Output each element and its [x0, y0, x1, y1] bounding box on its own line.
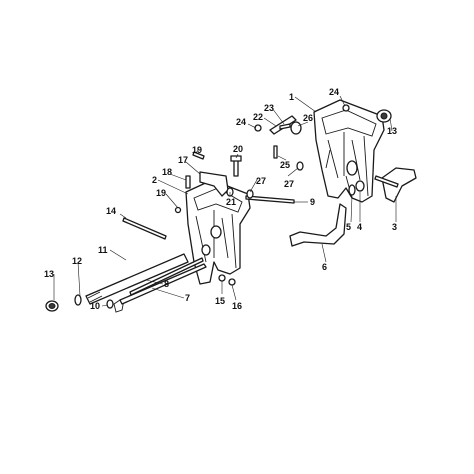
callout-23: 23	[264, 103, 274, 113]
bolt-20	[230, 155, 242, 177]
swivel-handle-right	[381, 167, 417, 203]
callout-7: 7	[185, 293, 190, 303]
callout-22: 22	[253, 112, 263, 122]
tilt-tube-11	[85, 253, 189, 305]
callout-17: 17	[178, 155, 188, 165]
bracket-17	[199, 171, 229, 197]
callout-25: 25	[280, 160, 290, 170]
callout-21: 21	[226, 197, 236, 207]
part-5	[348, 184, 356, 196]
callout-18: 18	[162, 167, 172, 177]
callout-10: 10	[90, 301, 100, 311]
callout-26: 26	[303, 113, 313, 123]
nut-24-top	[342, 104, 350, 112]
callout-12: 12	[72, 256, 82, 266]
bushing-26	[290, 121, 302, 135]
rod-9	[245, 195, 295, 204]
callout-11: 11	[98, 245, 108, 255]
leader-lines	[53, 95, 397, 307]
callout-13-left: 13	[44, 269, 54, 279]
callout-24-top: 24	[329, 87, 339, 97]
adjust-screw-3	[374, 175, 399, 188]
callout-20: 20	[233, 144, 243, 154]
part-4	[355, 180, 365, 192]
pin-10	[106, 299, 114, 309]
rod-14	[122, 217, 167, 240]
callout-4: 4	[357, 222, 362, 232]
callout-19-lower: 19	[156, 188, 166, 198]
swivel-handle-left	[289, 203, 347, 247]
right-clamp-bracket	[313, 99, 385, 203]
callout-14: 14	[106, 206, 116, 216]
washer-27-right	[296, 161, 304, 171]
washer-12	[74, 294, 82, 306]
callout-3: 3	[392, 222, 397, 232]
nut-13-right	[376, 109, 392, 123]
callout-labels: 1 2 3 4 5 6 7 8 9 10 11 12 13 13 14 15 1…	[44, 87, 397, 311]
callout-13-right: 13	[387, 126, 397, 136]
callout-6: 6	[322, 262, 327, 272]
callout-5: 5	[346, 222, 351, 232]
bolt-23	[279, 123, 291, 130]
callout-27-right: 27	[284, 179, 294, 189]
callout-2: 2	[152, 175, 157, 185]
screw-19-lower	[174, 206, 182, 214]
callout-16: 16	[232, 301, 242, 311]
callout-19-upper: 19	[192, 145, 202, 155]
nut-24-mid	[254, 124, 262, 132]
callout-9: 9	[310, 197, 315, 207]
callout-8: 8	[164, 279, 169, 289]
bolt-25	[273, 145, 278, 159]
nut-13-left	[45, 300, 59, 312]
bolt-19-upper	[192, 151, 205, 160]
callout-1: 1	[289, 92, 294, 102]
callout-15: 15	[215, 296, 225, 306]
callout-27-left: 27	[256, 176, 266, 186]
part-16	[228, 278, 236, 286]
bolt-18	[185, 175, 191, 189]
rod-8	[129, 257, 204, 296]
washer-27-left	[246, 189, 254, 199]
part-15	[218, 274, 226, 282]
callout-24-mid: 24	[236, 117, 246, 127]
